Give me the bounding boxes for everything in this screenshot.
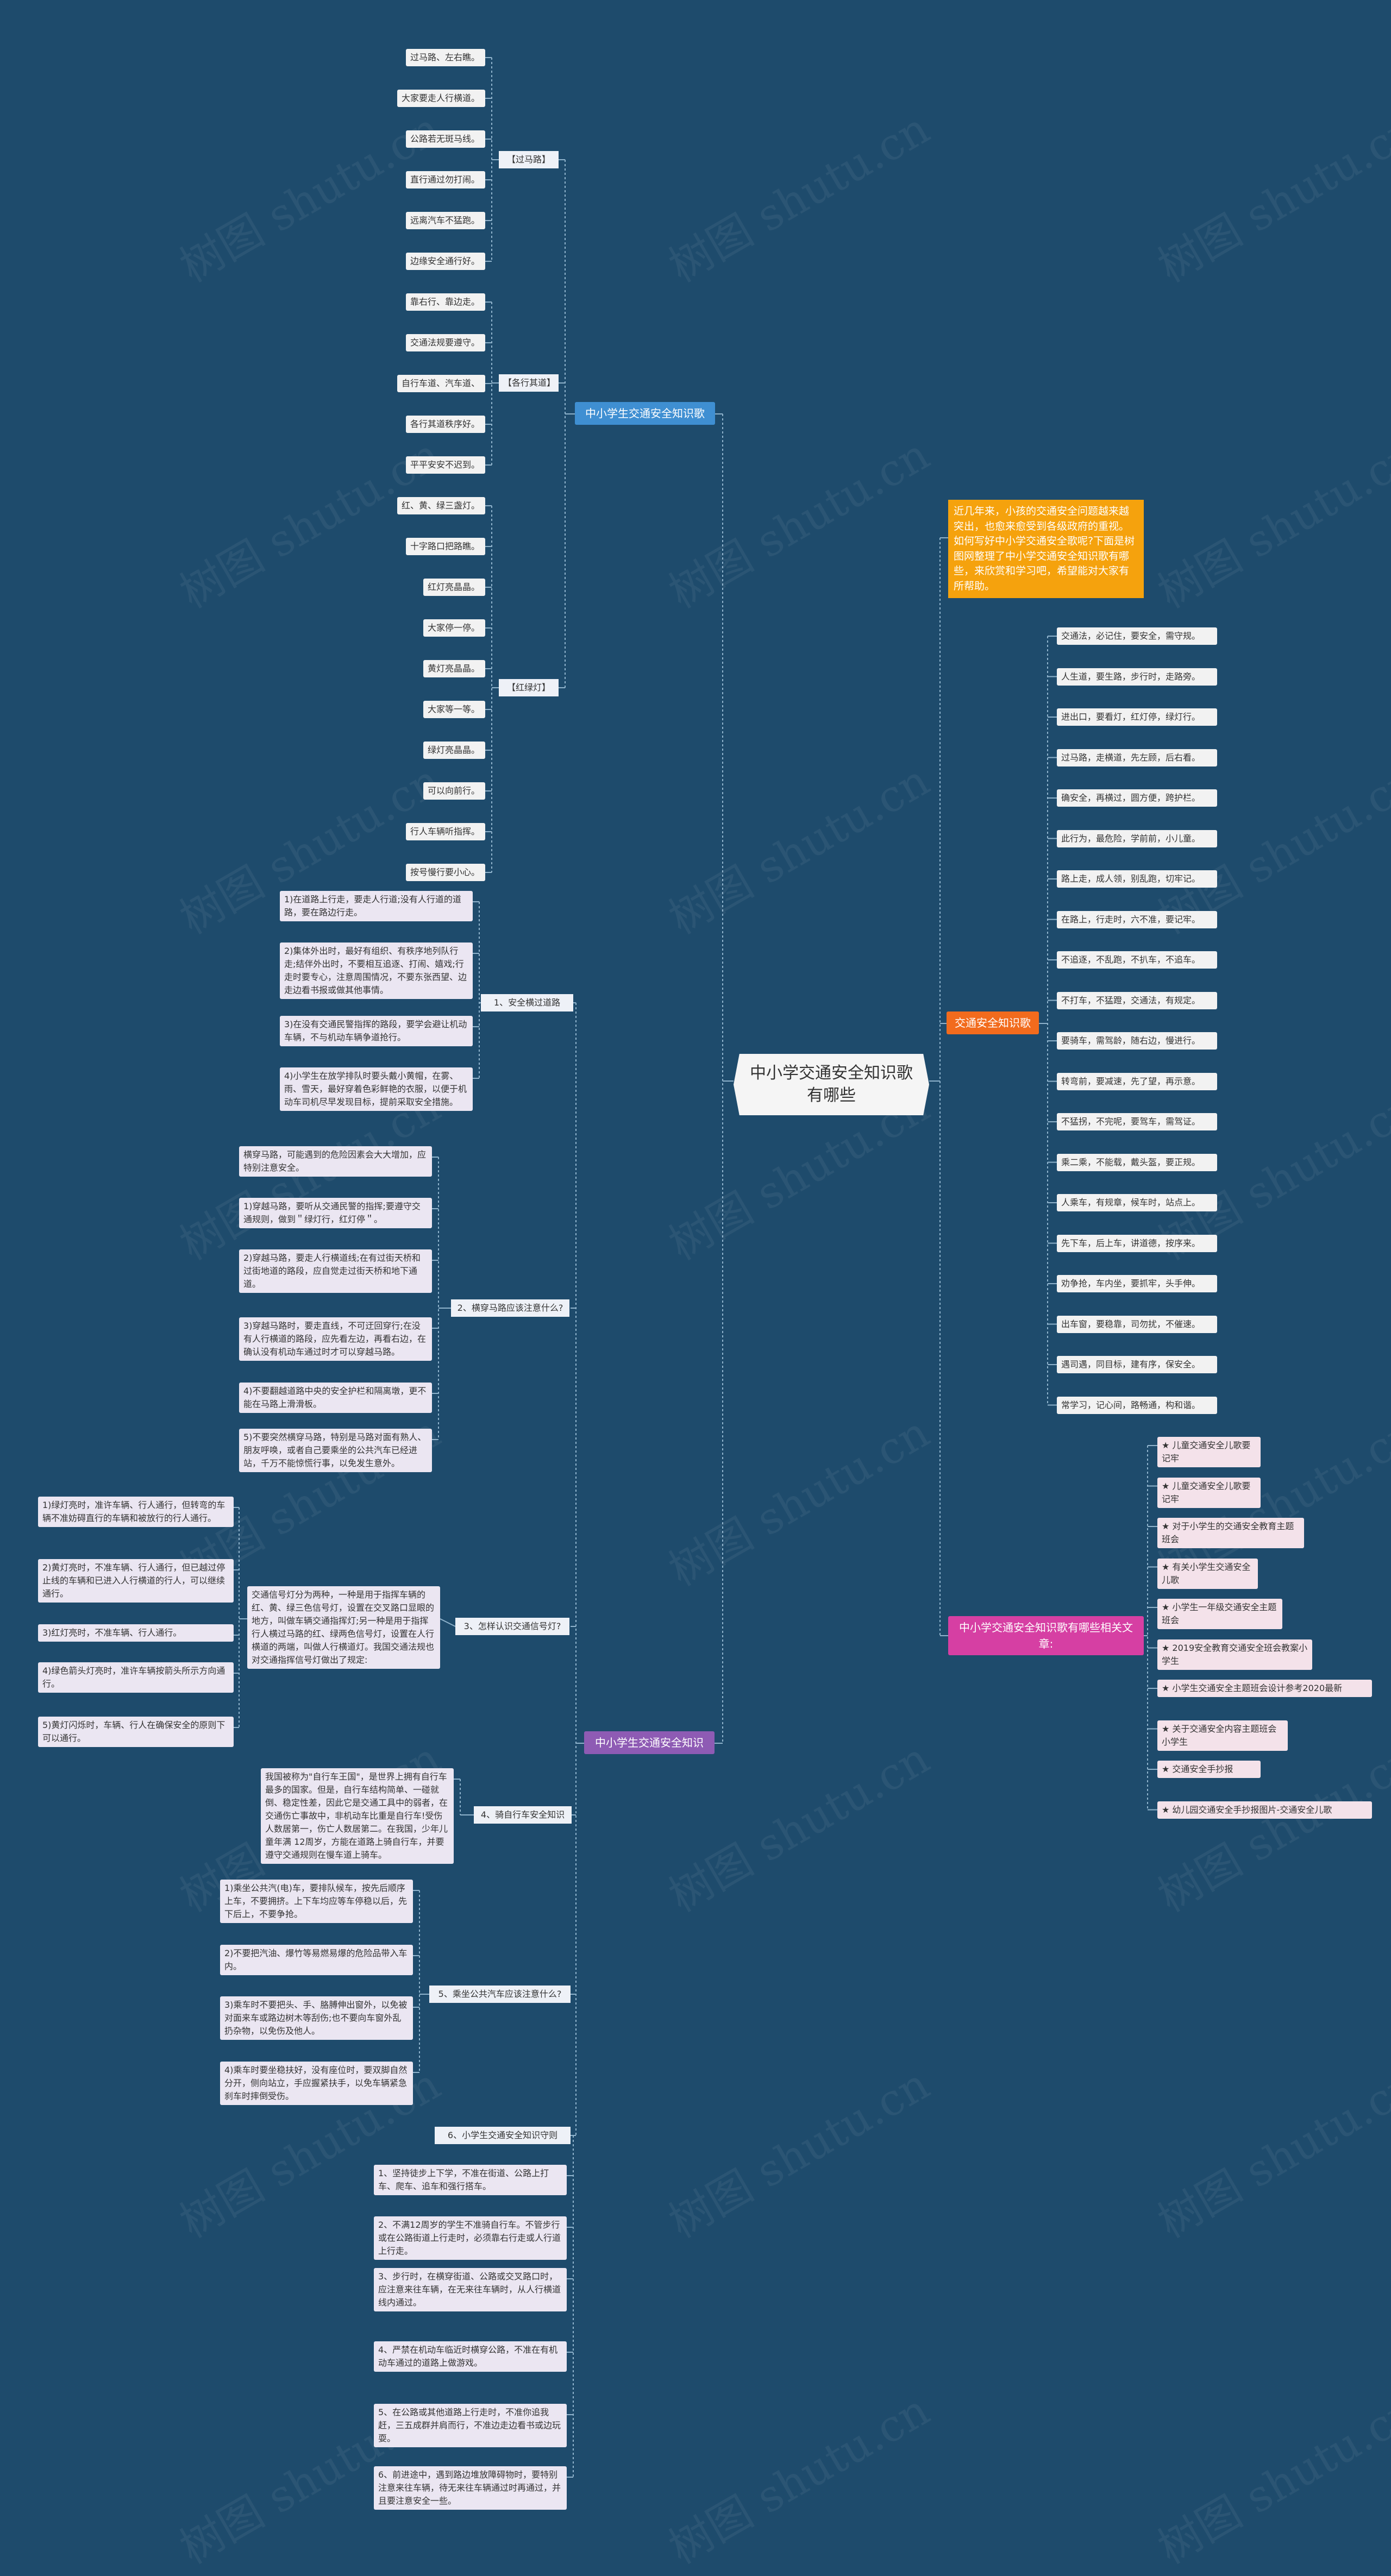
song-line-item: 大家要走人行横道。 [397, 90, 485, 107]
rhyme-line-item: 交通法，必记住，要安全，需守规。 [1057, 627, 1217, 645]
related-link-item: ★ 有关小学生交通安全儿歌 [1157, 1558, 1258, 1589]
knowledge-item: 4)不要翻越道路中央的安全护栏和隔离墩，更不能在马路上滑滑板。 [239, 1383, 432, 1413]
rhyme-line-item: 转弯前，要减速，先了望，再示意。 [1057, 1072, 1217, 1090]
knowledge-item: 1)穿越马路，要听从交通民警的指挥;要遵守交通规则，做到＂绿灯行，红灯停＂。 [239, 1198, 432, 1228]
rhyme-line-item: 乘二乘，不能载，戴头盔，要正规。 [1057, 1153, 1217, 1171]
song-line-item: 红灯亮晶晶。 [423, 579, 485, 596]
song-line-item: 各行其道秩序好。 [406, 416, 485, 433]
knowledge-item: 1)绿灯亮时，准许车辆、行人通行，但转弯的车辆不准妨碍直行的车辆和被放行的行人通… [38, 1497, 234, 1527]
knowledge-section-label: 3、怎样认识交通信号灯? [455, 1618, 569, 1635]
knowledge-section-label: 6、小学生交通安全知识守则 [435, 2127, 571, 2144]
song-line-item: 大家停一停。 [423, 619, 485, 637]
song-line-item: 行人车辆听指挥。 [406, 823, 485, 840]
song-line-item: 交通法规要遵守。 [406, 334, 485, 351]
related-link-item: ★ 2019安全教育交通安全班会教案小学生 [1157, 1639, 1312, 1670]
related-link-item: ★ 关于交通安全内容主题班会小学生 [1157, 1720, 1288, 1751]
song-group-label: 【各行其道】 [499, 374, 559, 392]
song-line-item: 按号慢行要小心。 [406, 864, 485, 881]
rhyme-line-item: 劝争抢，车内坐，要抓牢，头手伸。 [1057, 1275, 1217, 1292]
rhyme-line-item: 在路上，行走时，六不准，要记牢。 [1057, 910, 1217, 928]
song-line-item: 直行通过勿打闹。 [406, 171, 485, 189]
knowledge-item: 4)绿色箭头灯亮时，准许车辆按箭头所示方向通行。 [38, 1662, 234, 1693]
knowledge-item: 2)黄灯亮时，不准车辆、行人通行，但已越过停止线的车辆和已进入人行横道的行人，可… [38, 1559, 234, 1603]
rhyme-line-item: 先下车，后上车，讲道德，按序来。 [1057, 1234, 1217, 1252]
knowledge-item: 2)穿越马路，要走人行横道线;在有过街天桥和过街地道的路段，应自觉走过街天桥和地… [239, 1249, 432, 1293]
knowledge-item: 3)红灯亮时，不准车辆、行人通行。 [38, 1624, 234, 1642]
song-line-item: 平平安安不迟到。 [406, 456, 485, 474]
song-group-label: 【红绿灯】 [499, 679, 559, 696]
song-group-label: 【过马路】 [499, 151, 559, 168]
knowledge-item: 横穿马路，可能遇到的危险因素会大大增加，应特别注意安全。 [239, 1146, 432, 1177]
root-topic: 中小学交通安全知识歌有哪些 [734, 1054, 929, 1115]
knowledge-item: 2)集体外出时，最好有组织、有秩序地列队行走;结伴外出时，不要相互追逐、打闹、嬉… [280, 943, 473, 999]
related-link-item: ★ 儿童交通安全儿歌要记牢 [1157, 1477, 1261, 1508]
rhyme-line-item: 人乘车，有规章，候车时，站点上。 [1057, 1194, 1217, 1211]
rhyme-line-item: 常学习，记心间，路畅通，构和谐。 [1057, 1396, 1217, 1414]
rhyme-line-item: 路上走，成人领，别乱跑，切牢记。 [1057, 870, 1217, 888]
knowledge-item: 2、不满12周岁的学生不准骑自行车。不管步行或在公路街道上行走时，必须靠右行走或… [374, 2216, 567, 2260]
song-line-item: 绿灯亮晶晶。 [423, 742, 485, 759]
song-line-item: 边缘安全通行好。 [406, 253, 485, 270]
knowledge-section-label: 1、安全横过道路 [481, 994, 573, 1011]
knowledge-item: 1)在道路上行走，要走人行道;没有人行道的道路，要在路边行走。 [280, 891, 473, 921]
related-link-item: ★ 幼儿园交通安全手抄报图片-交通安全儿歌 [1157, 1801, 1372, 1819]
knowledge-item: 4、严禁在机动车临近时横穿公路，不准在有机动车通过的道路上做游戏。 [374, 2341, 567, 2372]
rhyme-line-item: 人生道，要生路，步行时，走路旁。 [1057, 668, 1217, 686]
song-line-item: 公路若无斑马线。 [406, 130, 485, 148]
rhyme-line-item: 不追逐，不乱跑，不扒车，不追车。 [1057, 951, 1217, 969]
rhyme-line-item: 出车窗，要稳靠，司勿扰，不催速。 [1057, 1315, 1217, 1333]
knowledge-item: 1、坚持徒步上下学，不准在街道、公路上打车、爬车、追车和强行搭车。 [374, 2165, 567, 2195]
rhyme-line-item: 此行为，最危险，学前前，小儿童。 [1057, 830, 1217, 847]
knowledge-item: 我国被称为"自行车王国"，是世界上拥有自行车最多的国家。但是，自行车结构简单、一… [261, 1768, 454, 1864]
rhyme-line-item: 遇司遇，同目标，建有序，保安全。 [1057, 1356, 1217, 1373]
rhyme-line-item: 确安全，再横过，圆方便，跨护栏。 [1057, 789, 1217, 807]
rhyme-line-item: 进出口，要看灯，红灯停，绿灯行。 [1057, 708, 1217, 726]
knowledge-item: 3、步行时，在横穿街道、公路或交叉路口时，应注意来往车辆，在无来往车辆时，从人行… [374, 2268, 567, 2311]
knowledge-section-label: 5、乘坐公共汽车应该注意什么? [429, 1986, 571, 2003]
knowledge-item: 5)不要突然横穿马路，特别是马路对面有熟人、朋友呼唤，或者自己要乘坐的公共汽车已… [239, 1429, 432, 1472]
song-line-item: 自行车道、汽车道、 [397, 375, 485, 392]
knowledge-item: 2)不要把汽油、爆竹等易燃易爆的危险品带入车内。 [220, 1945, 413, 1975]
song-line-item: 远离汽车不猛跑。 [406, 212, 485, 229]
song-header: 中小学生交通安全知识歌 [575, 402, 715, 425]
knowledge-item: 3)穿越马路时，要走直线，不可迂回穿行;在没有人行横道的路段，应先看左边，再看右… [239, 1317, 432, 1361]
related-link-item: ★ 交通安全手抄报 [1157, 1761, 1261, 1778]
knowledge-header: 中小学生交通安全知识 [584, 1731, 715, 1754]
rhyme-header: 交通安全知识歌 [947, 1011, 1039, 1034]
related-header: 中小学交通安全知识歌有哪些相关文章: [948, 1616, 1144, 1655]
intro-text: 近几年来，小孩的交通安全问题越来越突出，也愈来愈受到各级政府的重视。如何写好中小… [948, 500, 1144, 599]
song-line-item: 黄灯亮晶晶。 [423, 660, 485, 677]
song-line-item: 红、黄、绿三盏灯。 [397, 497, 485, 514]
knowledge-section-label: 2、横穿马路应该注意什么? [451, 1299, 569, 1317]
related-link-item: ★ 小学生交通安全主题班会设计参考2020最新 [1157, 1680, 1372, 1697]
knowledge-item: 3)乘车时不要把头、手、胳膊伸出窗外，以免被对面来车或路边树木等刮伤;也不要向车… [220, 1996, 413, 2040]
knowledge-item: 5、在公路或其他道路上行走时，不准你追我赶，三五成群并肩而行，不准边走边看书或边… [374, 2404, 567, 2447]
song-line-item: 过马路、左右瞧。 [406, 49, 485, 66]
song-line-item: 十字路口把路瞧。 [406, 538, 485, 555]
knowledge-item: 4)小学生在放学排队时要头戴小黄帽，在雾、雨、雪天，最好穿着色彩鲜艳的衣服，以便… [280, 1067, 473, 1111]
rhyme-line-item: 不猛拐，不完呢，要驾车，需驾证。 [1057, 1113, 1217, 1130]
related-link-item: ★ 儿童交通安全儿歌要记牢 [1157, 1437, 1261, 1467]
related-link-item: ★ 对于小学生的交通安全教育主题班会 [1157, 1518, 1304, 1548]
knowledge-section-label: 4、骑自行车安全知识 [474, 1806, 572, 1824]
rhyme-line-item: 过马路，走横道，先左顾，后右看。 [1057, 749, 1217, 766]
knowledge-item: 5)黄灯闪烁时，车辆、行人在确保安全的原则下可以通行。 [38, 1717, 234, 1747]
connector-line [440, 1618, 456, 1627]
song-line-item: 可以向前行。 [423, 782, 485, 800]
song-line-item: 大家等一等。 [423, 701, 485, 718]
knowledge-item: 3)在没有交通民警指挥的路段，要学会避让机动车辆，不与机动车辆争道抢行。 [280, 1016, 473, 1046]
knowledge-item: 1)乘坐公共汽(电)车，要排队候车，按先后顺序上车，不要拥挤。上下车均应等车停稳… [220, 1880, 413, 1923]
rhyme-line-item: 要骑车，需驾龄，随右边，慢进行。 [1057, 1032, 1217, 1050]
knowledge-item: 4)乘车时要坐稳扶好，没有座位时，要双脚自然分开，侧向站立，手应握紧扶手，以免车… [220, 2062, 413, 2105]
knowledge-item: 6、前进途中，遇到路边堆放障碍物时，要特别注意来往车辆，待无来往车辆通过时再通过… [374, 2466, 567, 2510]
related-link-item: ★ 小学生一年级交通安全主题班会 [1157, 1599, 1282, 1629]
knowledge-section-note: 交通信号灯分为两种，一种是用于指挥车辆的红、黄、绿三色信号灯，设置在交叉路口显眼… [247, 1586, 440, 1669]
rhyme-line-item: 不打车，不猛蹬，交通法，有规定。 [1057, 991, 1217, 1009]
song-line-item: 靠右行、靠边走。 [406, 293, 485, 311]
